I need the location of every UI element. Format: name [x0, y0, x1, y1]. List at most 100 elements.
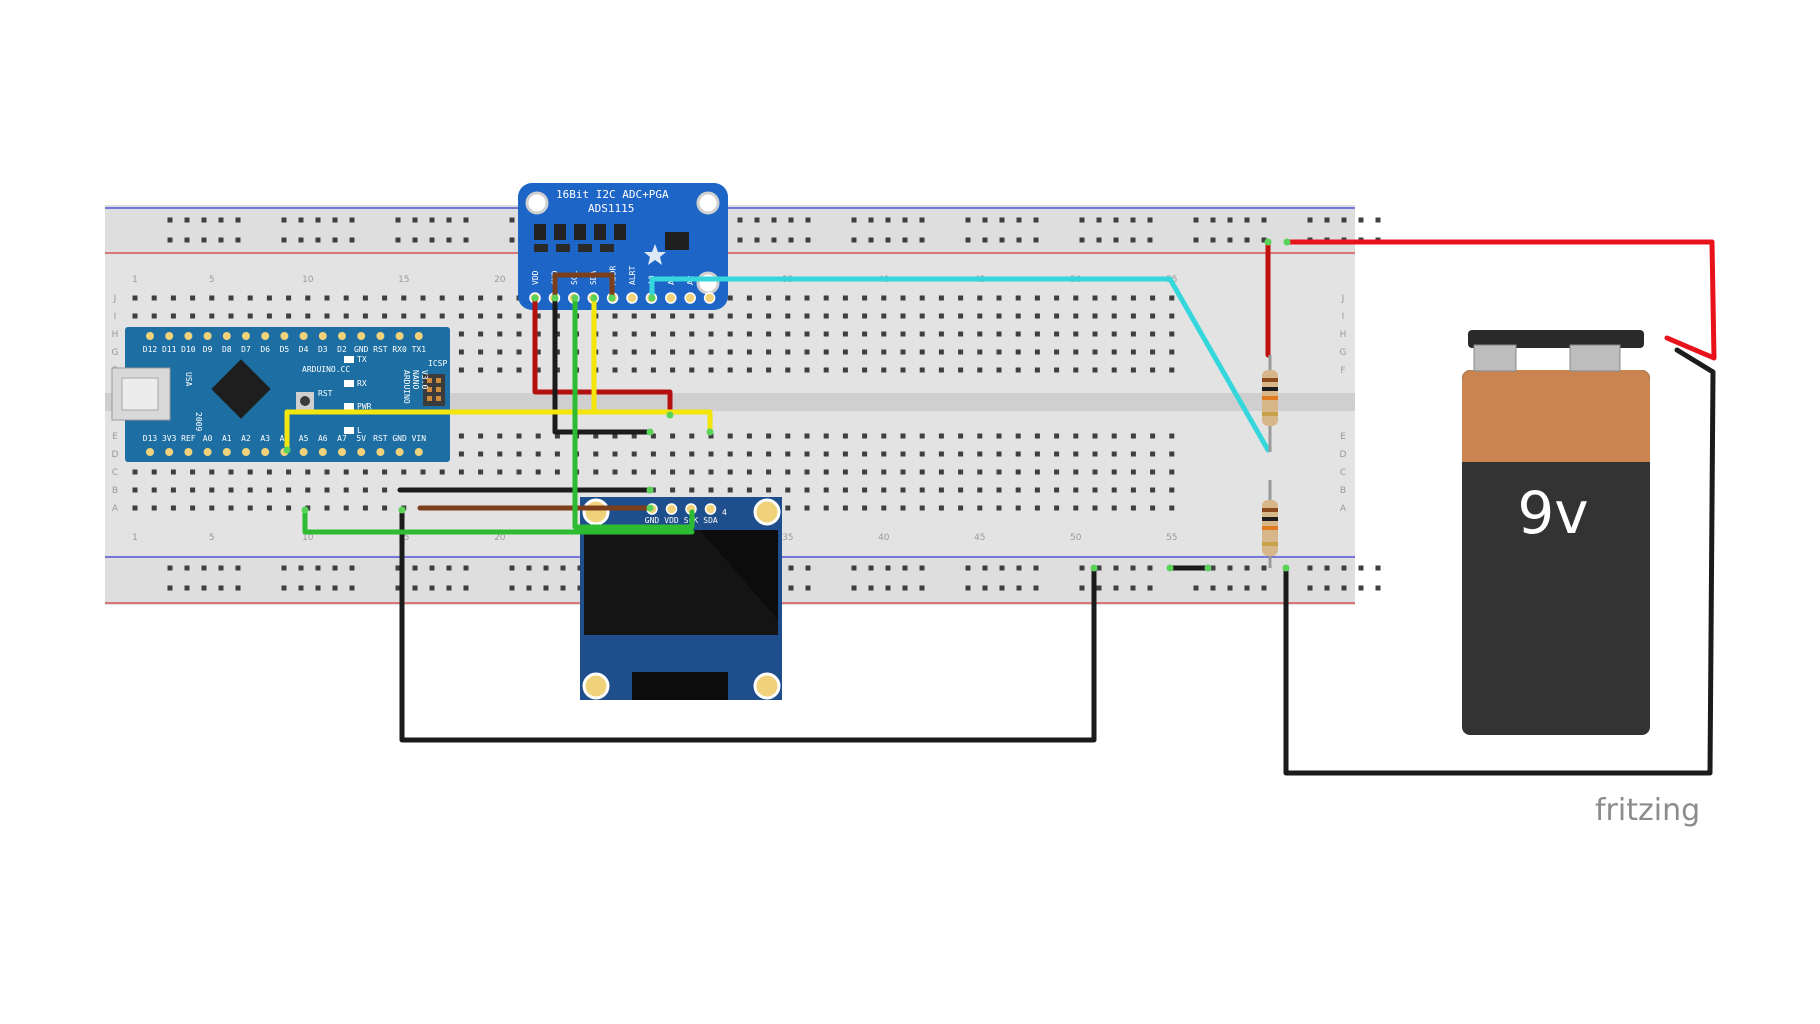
- breadboard-hole: [689, 367, 695, 373]
- rail-hole: [885, 585, 891, 591]
- breadboard-hole: [958, 487, 964, 493]
- nano-pin: [242, 448, 250, 456]
- rail-hole: [1016, 217, 1022, 223]
- breadboard-hole: [938, 469, 944, 475]
- breadboard-hole: [670, 367, 676, 373]
- breadboard-hole: [785, 367, 791, 373]
- breadboard-hole: [670, 451, 676, 457]
- breadboard-hole: [996, 349, 1002, 355]
- row-letter: I: [114, 312, 117, 322]
- breadboard-hole: [516, 349, 522, 355]
- ads-title-2: ADS1115: [588, 202, 634, 215]
- breadboard-hole: [228, 469, 234, 475]
- oled-pin-label: VDD: [664, 516, 679, 525]
- breadboard-hole: [612, 469, 618, 475]
- nano-pin: [184, 448, 193, 456]
- rail-hole: [167, 237, 173, 243]
- breadboard-hole: [1150, 469, 1156, 475]
- nano-pin: [222, 332, 231, 340]
- breadboard-hole: [190, 505, 196, 511]
- breadboard-hole: [804, 451, 810, 457]
- breadboard-hole: [458, 349, 464, 355]
- nano-pin-label: A4: [280, 434, 290, 443]
- breadboard-hole: [478, 295, 484, 301]
- breadboard-hole: [132, 505, 138, 511]
- connection-point: [1090, 564, 1098, 572]
- breadboard-hole: [286, 505, 292, 511]
- connection-point: [646, 428, 654, 436]
- breadboard-hole: [708, 487, 714, 493]
- breadboard-hole: [497, 349, 503, 355]
- nano-model-line-2: NANO: [411, 370, 420, 389]
- breadboard-hole: [996, 487, 1002, 493]
- breadboard-hole: [209, 295, 215, 301]
- rail-hole: [1079, 237, 1085, 243]
- rail-hole: [349, 237, 355, 243]
- breadboard-hole: [1034, 295, 1040, 301]
- breadboard-hole: [362, 469, 368, 475]
- nano-pin: [338, 332, 346, 340]
- wire-red-power: [1284, 239, 1717, 361]
- column-number-bottom: 1: [132, 533, 138, 543]
- breadboard-hole: [958, 505, 964, 511]
- breadboard-hole: [1034, 313, 1040, 319]
- ads-title-1: 16Bit I2C ADC+PGA: [556, 188, 669, 201]
- breadboard-hole: [977, 487, 983, 493]
- rail-hole: [281, 217, 287, 223]
- nano-led-pwr: PWR: [357, 402, 372, 411]
- nano-model-line-3: V3.0: [420, 370, 429, 389]
- breadboard-hole: [804, 433, 810, 439]
- breadboard-hole: [919, 367, 925, 373]
- breadboard-hole: [727, 487, 733, 493]
- rail-hole: [1016, 237, 1022, 243]
- breadboard-hole: [938, 349, 944, 355]
- rail-hole: [184, 565, 190, 571]
- breadboard-hole: [785, 433, 791, 439]
- breadboard-hole: [497, 451, 503, 457]
- nano-pin-label: VIN: [412, 434, 427, 443]
- breadboard-hole: [881, 505, 887, 511]
- wire-green-a: [302, 507, 695, 535]
- nano-usb-label: USA: [184, 372, 193, 387]
- rail-hole: [788, 585, 794, 591]
- breadboard-hole: [478, 349, 484, 355]
- breadboard-hole: [938, 313, 944, 319]
- ads-pin-label: VDD: [531, 270, 540, 285]
- nano-pin-label: A2: [241, 434, 251, 443]
- rail-hole: [281, 237, 287, 243]
- row-letter: I: [1342, 312, 1345, 322]
- rail-hole: [526, 585, 532, 591]
- breadboard-hole: [804, 367, 810, 373]
- column-number-top: 1: [132, 275, 138, 285]
- breadboard-hole: [151, 295, 157, 301]
- breadboard-hole: [554, 433, 560, 439]
- nano-pin-label: D10: [181, 345, 196, 354]
- breadboard-hole: [1150, 295, 1156, 301]
- rail-hole: [982, 585, 988, 591]
- breadboard-hole: [766, 367, 772, 373]
- breadboard-hole: [497, 331, 503, 337]
- breadboard-hole: [1054, 313, 1060, 319]
- nano-pin: [280, 332, 289, 340]
- breadboard-hole: [1034, 451, 1040, 457]
- rail-hole: [298, 585, 304, 591]
- resistor-1: [1262, 355, 1278, 452]
- breadboard-hole: [132, 313, 138, 319]
- breadboard-hole: [862, 487, 868, 493]
- breadboard-hole: [439, 469, 445, 475]
- breadboard-hole: [881, 469, 887, 475]
- rail-hole: [281, 585, 287, 591]
- breadboard-hole: [842, 295, 848, 301]
- breadboard-hole: [746, 349, 752, 355]
- breadboard-hole: [842, 313, 848, 319]
- breadboard-hole: [977, 505, 983, 511]
- breadboard-hole: [382, 469, 388, 475]
- breadboard-hole: [650, 313, 656, 319]
- breadboard-hole: [535, 433, 541, 439]
- breadboard-hole: [439, 295, 445, 301]
- breadboard-hole: [996, 331, 1002, 337]
- breadboard-hole: [1150, 451, 1156, 457]
- rail-hole: [788, 217, 794, 223]
